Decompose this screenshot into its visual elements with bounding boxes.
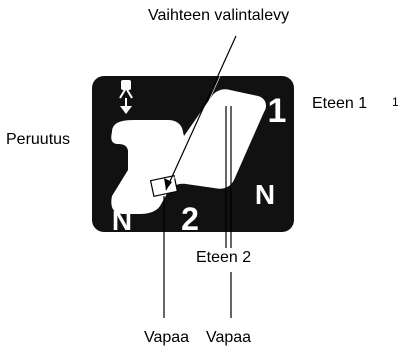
gear-1-mark: 1: [268, 92, 287, 130]
leader-line-top-2: [169, 35, 239, 189]
label-forward-2: Eteen 2: [196, 249, 252, 266]
label-neutral-left: Vapaa: [144, 329, 190, 346]
label-forward-1: Eteen 1: [312, 95, 368, 112]
leader-line-top: [165, 35, 237, 191]
neutral-left-mark: N: [112, 205, 132, 236]
gear-2-mark: 2: [181, 201, 199, 237]
reverse-shuttle-icon: [119, 80, 133, 114]
shift-gate-slot: [111, 89, 266, 214]
label-gear-selector-plate: Vaihteen valintalevy: [148, 7, 290, 24]
label-edge-fragment: 1: [392, 95, 399, 109]
label-neutral-right: Vapaa: [206, 329, 252, 346]
label-reverse: Peruutus: [6, 131, 71, 148]
leader-arrow-head: [164, 178, 172, 190]
neutral-right-mark: N: [255, 179, 275, 210]
